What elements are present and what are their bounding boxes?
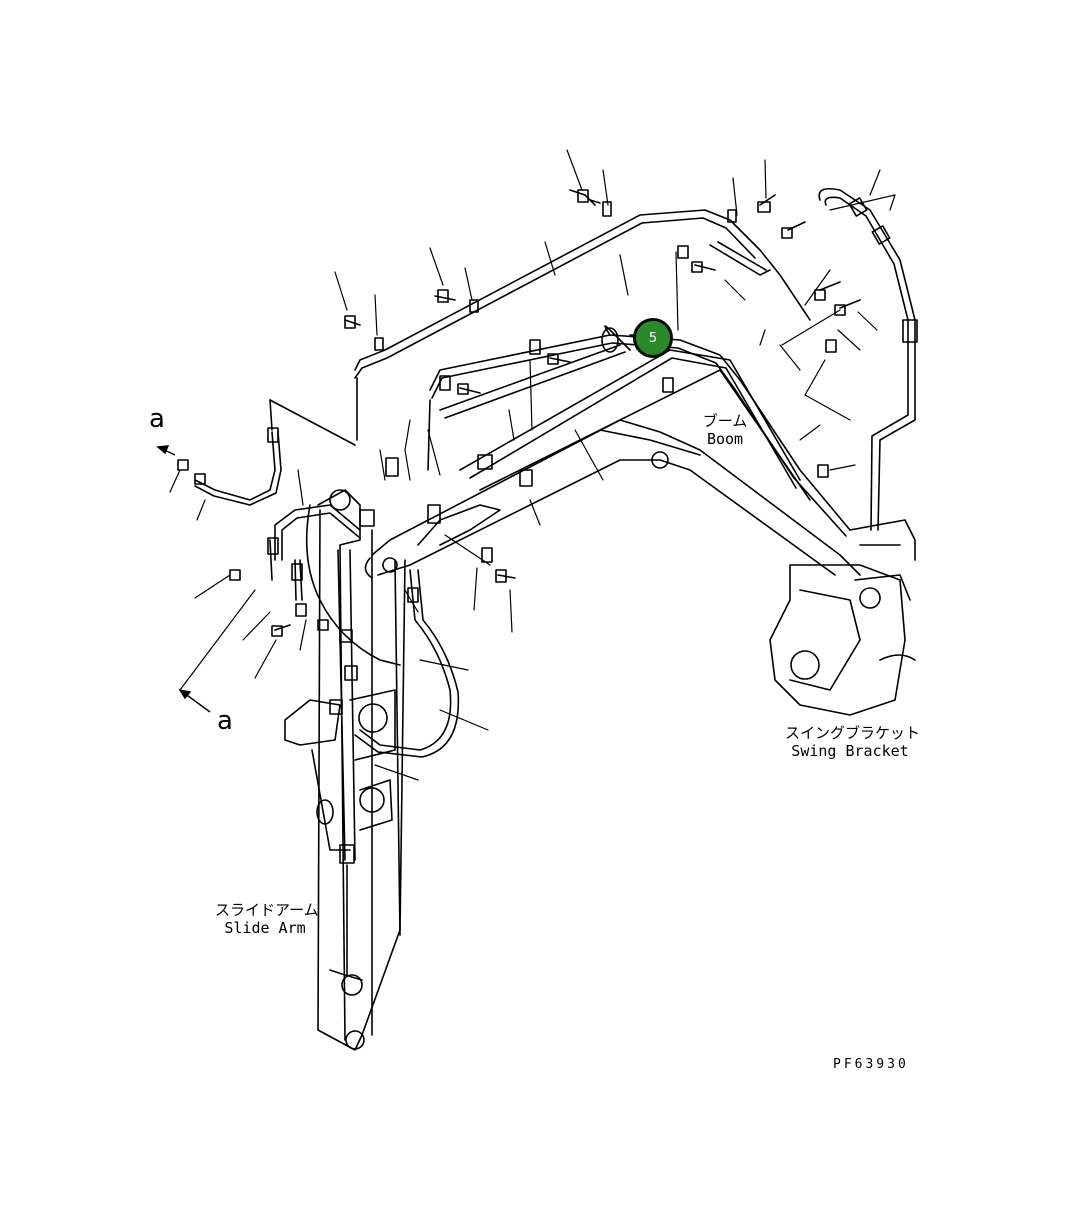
view-arrow-a-bottom — [178, 688, 211, 713]
bolts-and-clamps — [177, 189, 861, 715]
upper-pipe-route — [194, 209, 811, 506]
boom-outline — [364, 419, 861, 579]
part-callout-5[interactable]: 5 — [633, 318, 673, 358]
swing-bracket — [769, 519, 916, 716]
right-hose-route — [818, 187, 918, 531]
swing-bracket-label-jp: スイングブラケット — [785, 724, 921, 742]
view-label-a-top: a — [149, 404, 165, 434]
slide-arm-label-en: Slide Arm — [224, 919, 306, 937]
left-hose-route — [267, 504, 460, 758]
leader-lines — [169, 149, 896, 781]
boom-pipe-bundle — [427, 325, 851, 537]
swing-bracket-label-en: Swing Bracket — [791, 742, 909, 760]
slide-arm-label-jp: スライドアーム — [215, 901, 319, 919]
drawing-code: PF63930 — [833, 1057, 909, 1072]
boom-label-en: Boom — [706, 430, 744, 448]
view-label-a-bottom: a — [217, 706, 233, 736]
slide-arm — [284, 489, 406, 1051]
boom-label-jp: ブーム — [702, 412, 748, 430]
view-arrow-a-top — [156, 445, 176, 456]
